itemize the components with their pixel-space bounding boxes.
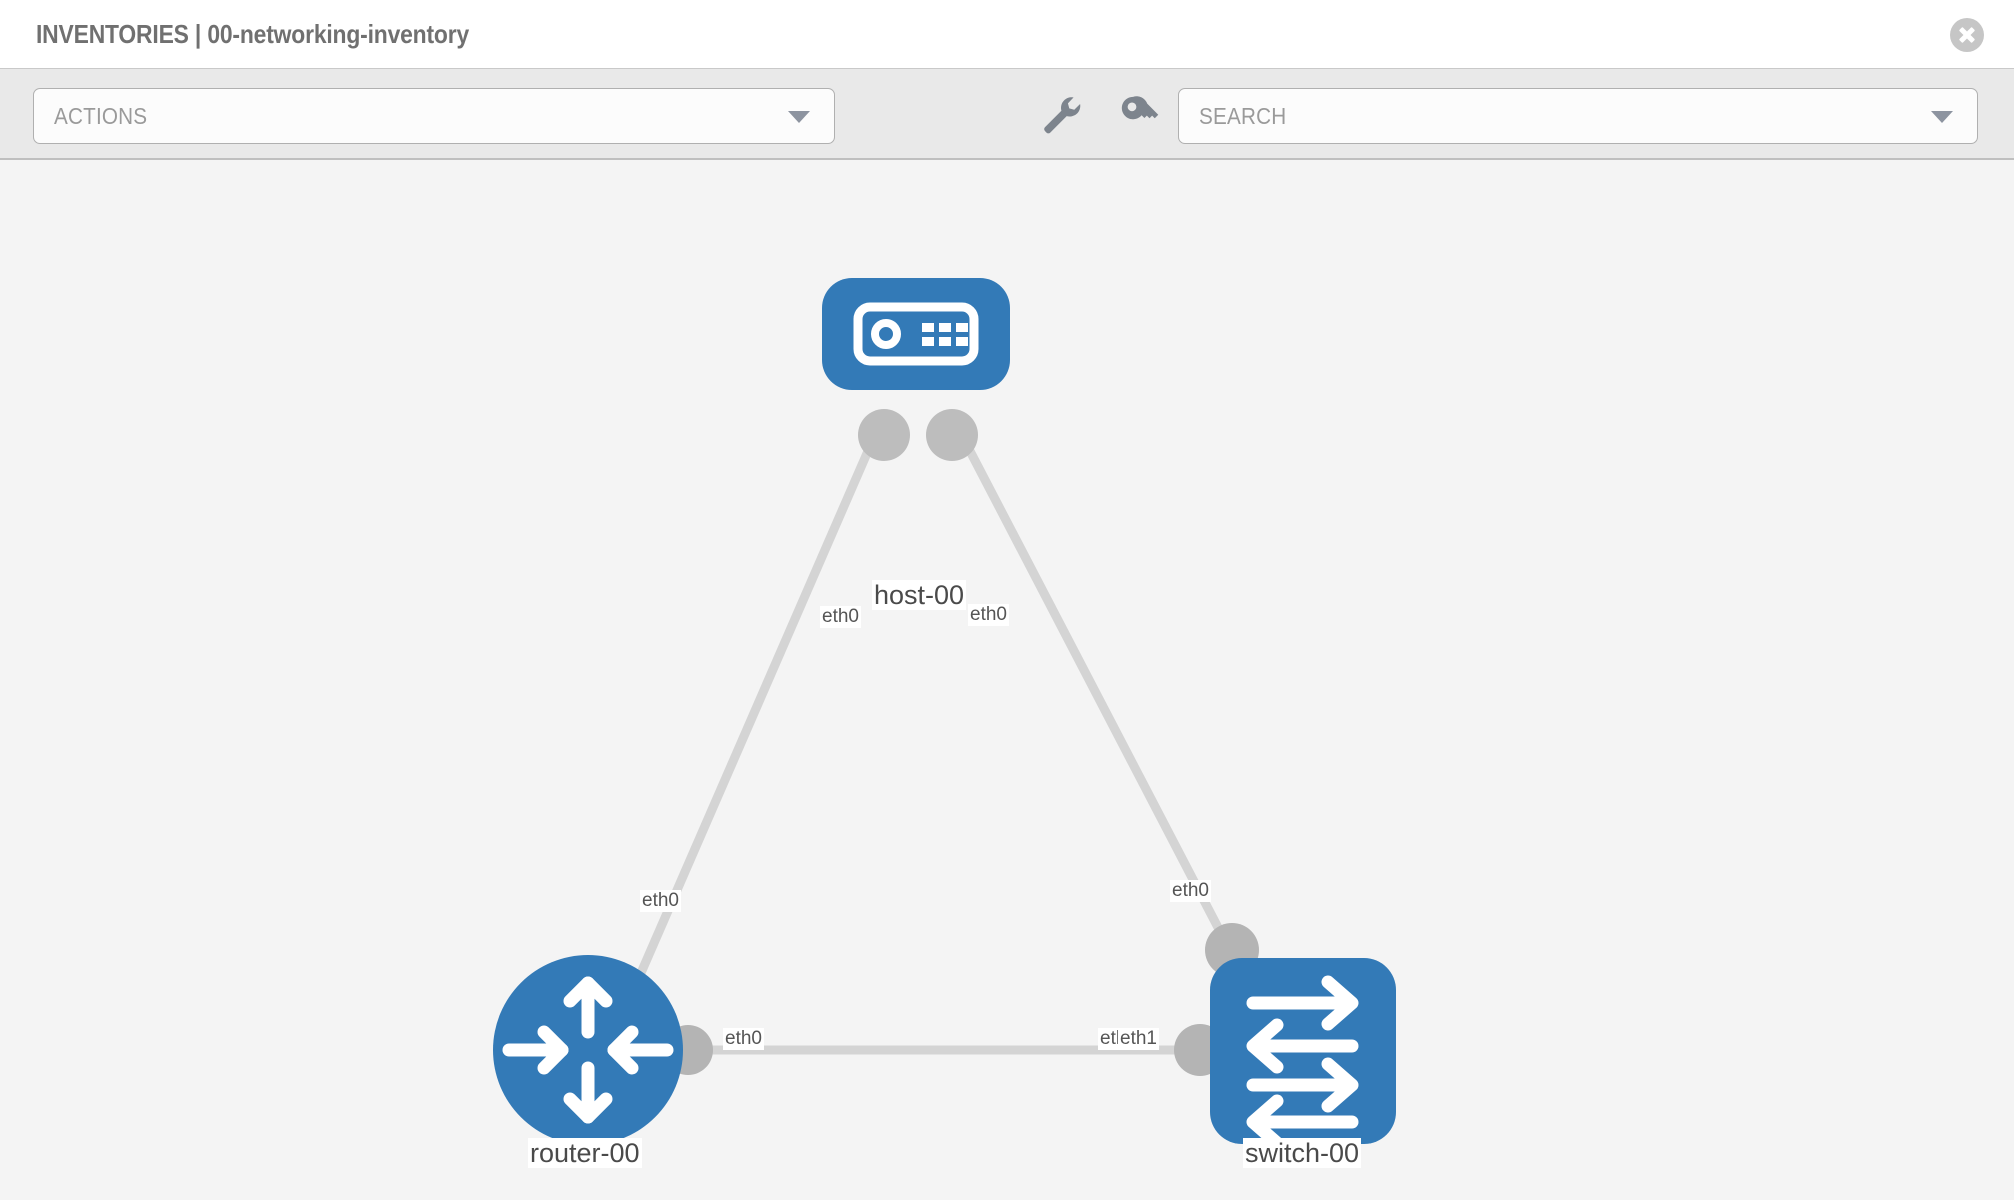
topology-ports: [663, 409, 1259, 1076]
node-label-host-00: host-00: [872, 580, 967, 611]
toolbar-icon-group: [1040, 93, 1160, 135]
node-label-switch-00: switch-00: [1243, 1138, 1362, 1169]
router-arrows-icon: [502, 976, 674, 1124]
iface-label-host00-eth0-left: eth0: [820, 606, 861, 628]
topology-graph: [493, 278, 1396, 1150]
node-host-00[interactable]: [822, 278, 1010, 390]
switch-arrows-icon: [1246, 975, 1359, 1150]
iface-label-switch00-eth1: eth1: [1118, 1028, 1159, 1050]
port-host00-eth0-left[interactable]: [858, 409, 910, 461]
iface-label-router00-eth0-uplink: eth0: [640, 890, 681, 912]
iface-label-switch00-eth0-uplink: eth0: [1170, 880, 1211, 902]
node-router-00-shape[interactable]: [493, 955, 683, 1145]
node-label-router-00: router-00: [528, 1138, 642, 1169]
chevron-down-icon[interactable]: [1931, 111, 1953, 123]
close-icon[interactable]: [1950, 18, 1984, 52]
node-host-00-shape[interactable]: [822, 278, 1010, 390]
actions-dropdown[interactable]: ACTIONS: [33, 88, 835, 144]
key-icon[interactable]: [1118, 93, 1160, 135]
iface-label-host00-eth0-right: eth0: [968, 604, 1009, 626]
search-input[interactable]: SEARCH: [1178, 88, 1978, 144]
toolbar: ACTIONS SEARCH: [0, 68, 2014, 160]
link-host00-router00[interactable]: [619, 426, 883, 1014]
node-router-00[interactable]: [493, 955, 683, 1145]
actions-dropdown-label: ACTIONS: [54, 102, 148, 129]
link-host00-switch00[interactable]: [954, 425, 1266, 1015]
search-placeholder: SEARCH: [1199, 102, 1287, 129]
wrench-icon[interactable]: [1040, 93, 1082, 135]
server-appliance-icon: [853, 302, 979, 366]
iface-label-router00-eth0: eth0: [723, 1028, 764, 1050]
page-title: INVENTORIES | 00-networking-inventory: [36, 18, 470, 49]
chevron-down-icon: [788, 111, 810, 123]
node-switch-00[interactable]: [1210, 958, 1396, 1150]
topology-canvas[interactable]: host-00 router-00 switch-00 eth0 eth0 et…: [0, 160, 2014, 1200]
topology-links: [619, 425, 1266, 1055]
page-header: INVENTORIES | 00-networking-inventory: [0, 0, 2014, 68]
port-host00-eth0-right[interactable]: [926, 409, 978, 461]
